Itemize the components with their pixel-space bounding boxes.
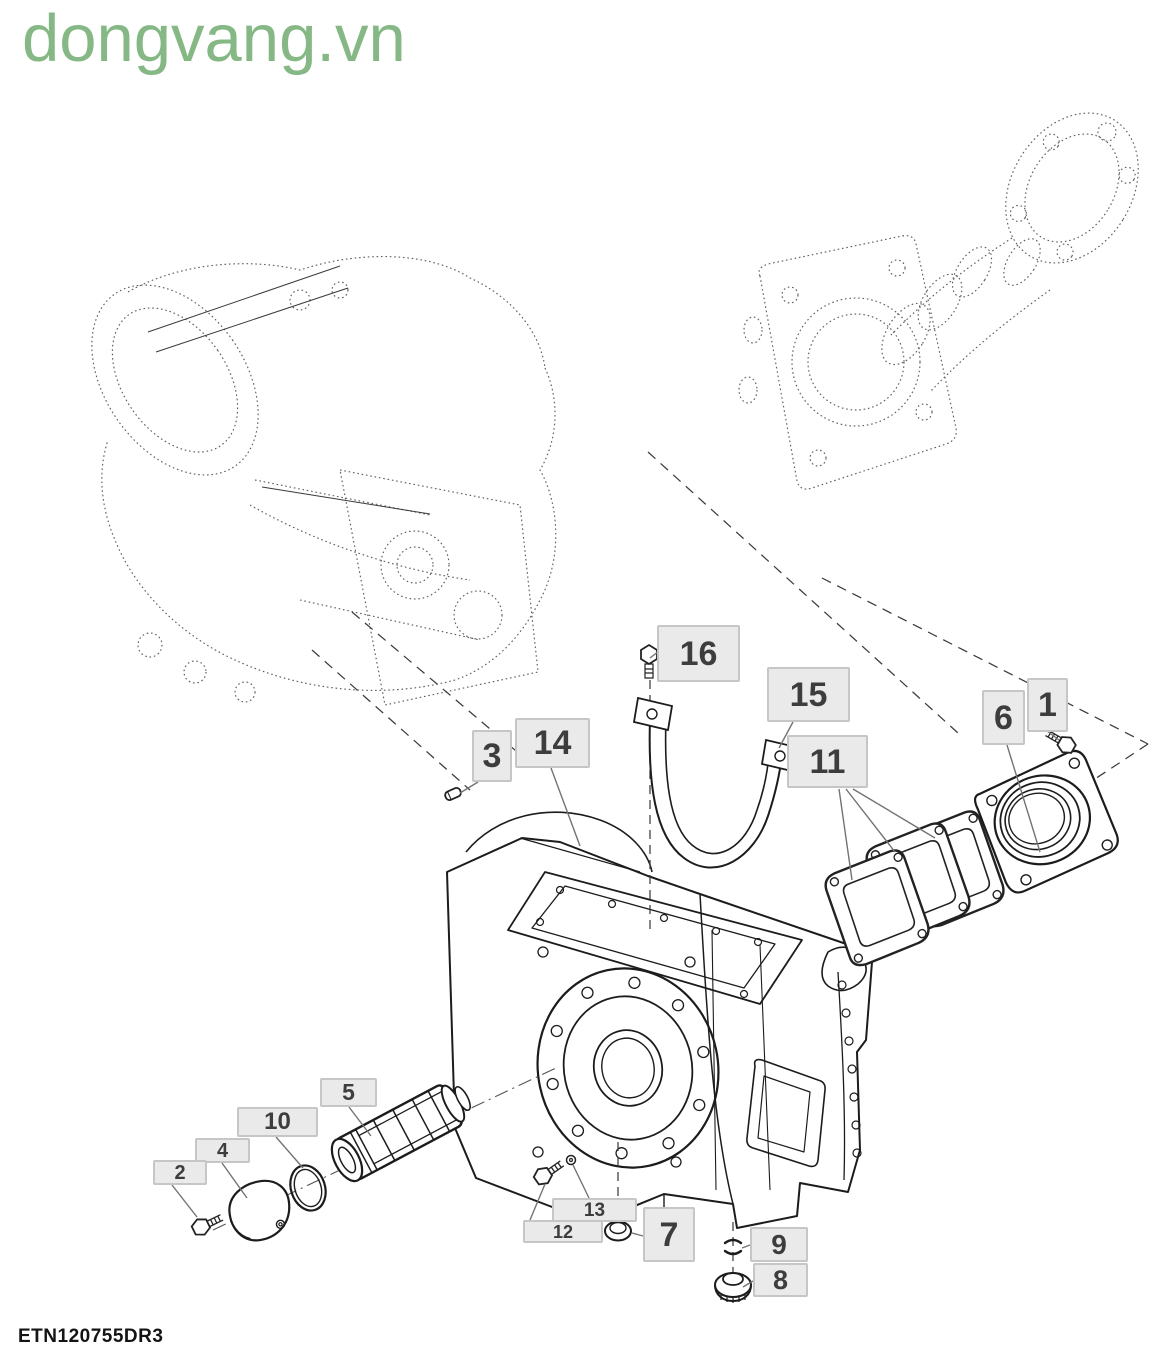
washer-13 bbox=[565, 1154, 577, 1166]
callout-14: 14 bbox=[515, 718, 590, 768]
o-ring bbox=[289, 1164, 327, 1212]
bolt-16 bbox=[640, 643, 658, 679]
bolt-2 bbox=[189, 1208, 227, 1240]
gasket-set bbox=[819, 806, 1010, 971]
cover-plate bbox=[228, 1179, 291, 1242]
callout-1: 1 bbox=[1027, 678, 1068, 732]
watermark-logo: dongvang.vn bbox=[22, 1, 406, 76]
suction-filter bbox=[330, 1084, 471, 1183]
callout-16: 16 bbox=[657, 625, 740, 682]
roll-pin bbox=[444, 787, 462, 801]
bearing-housing bbox=[973, 749, 1119, 894]
callout-2: 2 bbox=[153, 1160, 207, 1185]
drawing-code: ETN120755DR3 bbox=[18, 1326, 164, 1347]
callout-15: 15 bbox=[767, 667, 850, 722]
callout-12: 12 bbox=[523, 1220, 603, 1243]
bracket-strap bbox=[632, 696, 802, 869]
main-housing bbox=[446, 811, 873, 1229]
plug-8 bbox=[714, 1272, 752, 1303]
callout-3: 3 bbox=[472, 730, 512, 782]
callout-9: 9 bbox=[750, 1227, 808, 1262]
callout-7: 7 bbox=[643, 1207, 695, 1262]
alignment-dashed-lines bbox=[311, 451, 1149, 803]
ghost-axle-housing bbox=[738, 112, 1139, 490]
plug-7 bbox=[604, 1220, 632, 1242]
callout-6: 6 bbox=[982, 690, 1025, 745]
ghost-transmission bbox=[91, 255, 557, 706]
callout-5: 5 bbox=[320, 1078, 377, 1107]
callout-11: 11 bbox=[787, 735, 868, 788]
callout-10: 10 bbox=[237, 1107, 318, 1137]
callout-4: 4 bbox=[195, 1138, 250, 1163]
leader-lines bbox=[171, 650, 1060, 1288]
callout-8: 8 bbox=[753, 1263, 808, 1297]
snap-ring bbox=[723, 1238, 743, 1256]
callout-13: 13 bbox=[552, 1198, 637, 1222]
